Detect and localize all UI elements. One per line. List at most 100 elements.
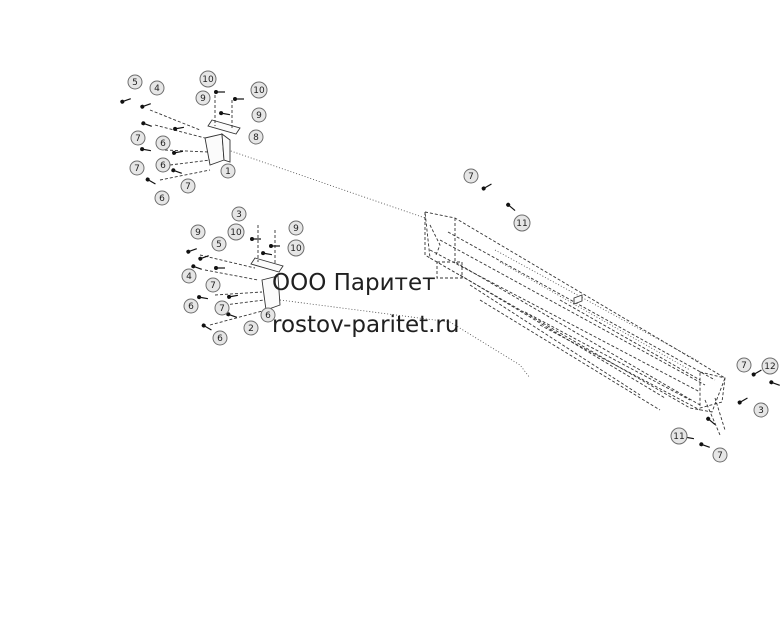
callout-label: 5 xyxy=(216,240,222,250)
screw xyxy=(197,295,209,300)
callout-6: 6 xyxy=(260,307,276,323)
callout-label: 9 xyxy=(256,111,262,121)
callout-label: 9 xyxy=(195,228,201,238)
callout-label: 7 xyxy=(741,361,747,371)
screw xyxy=(769,380,780,386)
callout-label: 10 xyxy=(253,86,265,96)
callout-3: 3 xyxy=(753,402,769,418)
callout-label: 9 xyxy=(200,94,206,104)
callout-9: 9 xyxy=(195,90,211,106)
callout-label: 3 xyxy=(758,406,764,416)
callout-6: 6 xyxy=(155,135,171,151)
screw xyxy=(145,177,156,185)
callout-10: 10 xyxy=(250,81,268,99)
screw xyxy=(219,111,231,116)
callout-label: 7 xyxy=(135,134,141,144)
callout-7: 7 xyxy=(712,447,728,463)
callout-7: 7 xyxy=(180,178,196,194)
callout-label: 11 xyxy=(673,432,684,442)
screw xyxy=(140,147,152,152)
screw xyxy=(171,168,182,174)
callout-6: 6 xyxy=(183,298,199,314)
assembly-leader xyxy=(227,149,426,219)
callout-label: 10 xyxy=(230,228,242,238)
callout-label: 6 xyxy=(217,334,223,344)
callout-label: 6 xyxy=(159,194,165,204)
callout-label: 6 xyxy=(160,161,166,171)
callout-10: 10 xyxy=(199,70,217,88)
screw xyxy=(506,202,516,212)
screw xyxy=(699,442,710,448)
screw xyxy=(140,103,151,109)
screw xyxy=(233,97,244,101)
callout-label: 5 xyxy=(132,78,138,88)
callout-label: 8 xyxy=(253,133,259,143)
assembly-leader xyxy=(279,299,531,379)
callout-label: 6 xyxy=(265,311,271,321)
callout-label: 10 xyxy=(290,244,302,254)
callout-label: 1 xyxy=(225,167,231,177)
callout-7: 7 xyxy=(129,160,145,176)
screw xyxy=(706,416,716,426)
screw xyxy=(227,294,239,299)
screw xyxy=(201,323,212,331)
callout-8: 8 xyxy=(248,129,264,145)
callout-label: 7 xyxy=(134,164,140,174)
callout-6: 6 xyxy=(154,190,170,206)
screw xyxy=(751,369,762,377)
callout-4: 4 xyxy=(149,80,165,96)
callout-label: 7 xyxy=(210,281,216,291)
callout-11: 11 xyxy=(670,427,688,445)
callout-6: 6 xyxy=(212,330,228,346)
callout-1: 1 xyxy=(220,163,236,179)
callout-label: 6 xyxy=(160,139,166,149)
fasteners xyxy=(120,90,780,448)
callout-9: 9 xyxy=(190,224,206,240)
callout-12: 12 xyxy=(761,357,779,375)
part-callouts: 5 4 10 9 10 9 8 7 6 7 6 1 7 6 7 11 3 10 9 10 9 5 4 7 6 7 6 2 6 7 12 3 11… xyxy=(127,70,779,463)
callout-2: 2 xyxy=(243,320,259,336)
callout-7: 7 xyxy=(736,357,752,373)
screw xyxy=(198,255,209,261)
screw xyxy=(191,264,202,270)
screw xyxy=(214,266,225,270)
callout-label: 7 xyxy=(219,304,225,314)
callout-label: 11 xyxy=(516,219,527,229)
callout-6: 6 xyxy=(155,157,171,173)
screw xyxy=(172,150,184,155)
callout-3: 3 xyxy=(231,206,247,222)
screw xyxy=(261,251,273,256)
screw xyxy=(737,397,748,405)
screw xyxy=(269,244,280,248)
callout-10: 10 xyxy=(227,223,245,241)
callout-label: 2 xyxy=(248,324,254,334)
callout-label: 7 xyxy=(717,451,723,461)
callout-label: 10 xyxy=(202,75,214,85)
callout-label: 9 xyxy=(293,224,299,234)
screw xyxy=(120,98,131,104)
callout-7: 7 xyxy=(205,277,221,293)
callout-5: 5 xyxy=(127,74,143,90)
callout-9: 9 xyxy=(288,220,304,236)
watermark-company: ООО Паритет xyxy=(272,270,436,296)
callout-4: 4 xyxy=(181,268,197,284)
callout-5: 5 xyxy=(211,236,227,252)
beam-assembly xyxy=(424,211,726,436)
callout-10: 10 xyxy=(287,239,305,257)
screw xyxy=(141,121,152,127)
callout-7: 7 xyxy=(130,130,146,146)
callout-11: 11 xyxy=(513,214,531,232)
watermark-website: rostov-paritet.ru xyxy=(272,312,460,338)
callout-label: 7 xyxy=(468,172,474,182)
screw xyxy=(250,237,261,241)
callout-label: 6 xyxy=(188,302,194,312)
screw xyxy=(481,183,492,191)
upper-bracket xyxy=(149,95,241,181)
callout-label: 12 xyxy=(764,362,775,372)
screw xyxy=(214,90,225,94)
callout-label: 4 xyxy=(154,84,160,94)
callout-7: 7 xyxy=(463,168,479,184)
callout-9: 9 xyxy=(251,107,267,123)
lower-bracket xyxy=(199,225,284,326)
